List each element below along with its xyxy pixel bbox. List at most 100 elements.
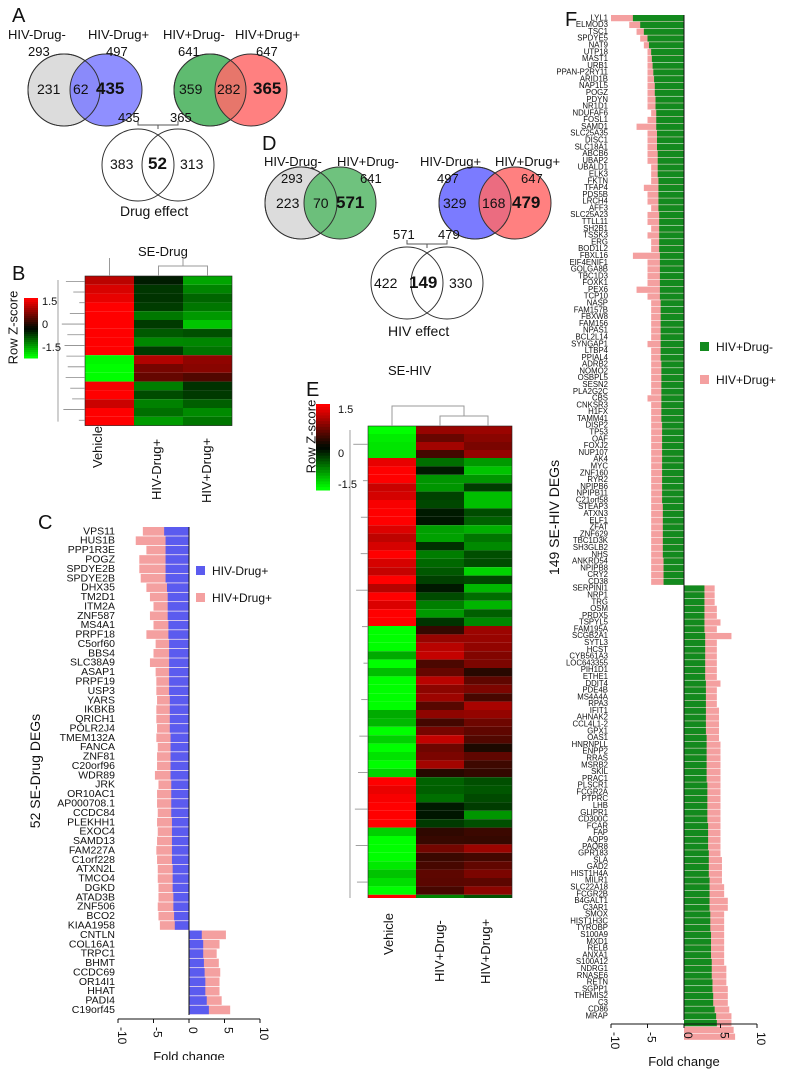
category-label: SPDYE5 — [577, 34, 608, 43]
heatmap-cell — [134, 399, 183, 408]
category-label: HCST — [587, 645, 608, 654]
color-scale-step — [316, 438, 330, 442]
bar-secondary — [632, 252, 684, 259]
category-label: NPIPB11 — [577, 489, 609, 498]
color-scale-step — [316, 481, 330, 485]
bar-primary — [167, 592, 189, 602]
venn-a-left-total: 293 — [28, 44, 50, 59]
color-scale-step — [316, 472, 330, 477]
venn-d-bottom-left-total: 571 — [393, 227, 415, 242]
bar-primary — [659, 273, 684, 280]
x-axis-title: Fold change — [153, 1049, 225, 1060]
bar-primary — [659, 211, 684, 219]
category-label: RPA3 — [588, 699, 608, 708]
category-label: MAST1 — [582, 54, 608, 63]
venn-d-right-only: 571 — [336, 193, 365, 212]
heatmap-cell — [464, 617, 512, 626]
heatmap-cell — [183, 284, 232, 294]
bar-primary — [658, 205, 684, 212]
bar-primary — [170, 752, 189, 761]
bar-primary — [662, 456, 684, 463]
category-label: TTLL11 — [582, 217, 608, 226]
venn-a-right2-total: 647 — [256, 44, 278, 59]
heatmap-cell — [85, 284, 134, 294]
row-dendrogram — [57, 280, 85, 422]
heatmap-cell — [134, 416, 183, 426]
heatmap-cell — [464, 777, 512, 786]
heatmap-cell — [416, 626, 464, 635]
category-label: TBC1D3K — [573, 536, 609, 545]
bar-primary — [660, 300, 684, 307]
bar-primary — [684, 897, 710, 905]
color-scale-step — [24, 356, 38, 359]
category-label: OAF — [592, 434, 608, 443]
category-label: AHNAK2 — [577, 713, 608, 722]
panel-letter-e: E — [306, 379, 320, 401]
bar-primary — [663, 565, 684, 572]
bar-primary — [655, 103, 684, 110]
bar-primary — [651, 48, 684, 56]
bar-primary — [660, 313, 684, 321]
heatmap-cell — [416, 426, 464, 434]
bar-primary — [656, 123, 684, 130]
heatmap-cell — [416, 659, 464, 668]
category-label: NPAS1 — [583, 326, 608, 335]
heatmap-cell — [416, 827, 464, 836]
bar-primary — [169, 639, 189, 649]
color-scale-step — [316, 421, 330, 425]
bar-primary — [684, 782, 708, 789]
category-label: CD38 — [588, 577, 608, 586]
bar-primary — [661, 381, 684, 388]
heatmap-e-scale-label: Row Z-score — [303, 399, 319, 474]
bar-secondary — [158, 911, 189, 921]
venn-d-right-label: HIV+Drug- — [337, 154, 399, 169]
heatmap-cell — [183, 390, 232, 400]
bar-primary — [174, 921, 189, 930]
bar-primary — [684, 945, 712, 952]
bar-primary — [656, 116, 684, 124]
heatmap-cell — [368, 676, 416, 685]
venn-d-right2-total: 647 — [521, 171, 543, 186]
venn-d-hiv-effect-title: HIV effect — [388, 323, 450, 339]
heatmap-cell — [368, 575, 416, 584]
color-scale-step — [24, 338, 38, 341]
color-scale-step — [316, 458, 330, 462]
color-scale-step — [24, 326, 38, 329]
bar-primary — [684, 605, 705, 613]
heatmap-cell — [368, 802, 416, 811]
bar-secondary — [140, 573, 189, 583]
heatmap-cell — [134, 276, 183, 285]
heatmap-cell — [464, 634, 512, 643]
category-label: SLC18A1 — [575, 142, 608, 151]
category-label: LHB — [593, 801, 608, 810]
bar-primary — [684, 850, 709, 857]
category-label: ITM2A — [84, 600, 115, 612]
heatmap-cell — [368, 852, 416, 862]
bar-primary — [684, 775, 707, 782]
bar-primary — [684, 904, 710, 911]
color-scale-step — [24, 312, 38, 315]
heatmap-cell — [416, 642, 464, 652]
bar-primary — [659, 225, 684, 232]
category-label: C21orf58 — [576, 495, 608, 504]
heatmap-cell — [85, 311, 134, 320]
category-label: EXOC4 — [79, 826, 115, 838]
category-label: PRAC1 — [582, 774, 608, 783]
category-label: SH3GLB2 — [573, 543, 608, 552]
category-label: SPDYE2B — [67, 563, 115, 575]
bar-primary — [684, 931, 712, 938]
category-label: FBXW8 — [581, 312, 608, 321]
bar-primary — [684, 626, 705, 633]
category-label: MYC — [591, 461, 609, 470]
bar-primary — [171, 789, 189, 799]
x-tick-label: -10 — [115, 1027, 129, 1045]
bar-primary — [653, 69, 684, 76]
bar-primary — [662, 436, 684, 443]
heatmap-cell — [368, 752, 416, 761]
category-label: NOMO2 — [579, 366, 608, 375]
category-label: CBS — [592, 394, 608, 403]
bar-primary — [684, 938, 712, 945]
bar-chart-f: LYL1ELMOD3TSC1SPDYE5NAT9UTP18MAST1URB1PP… — [546, 13, 776, 1069]
category-label: NAT9 — [589, 40, 608, 49]
bar-primary — [172, 874, 189, 883]
